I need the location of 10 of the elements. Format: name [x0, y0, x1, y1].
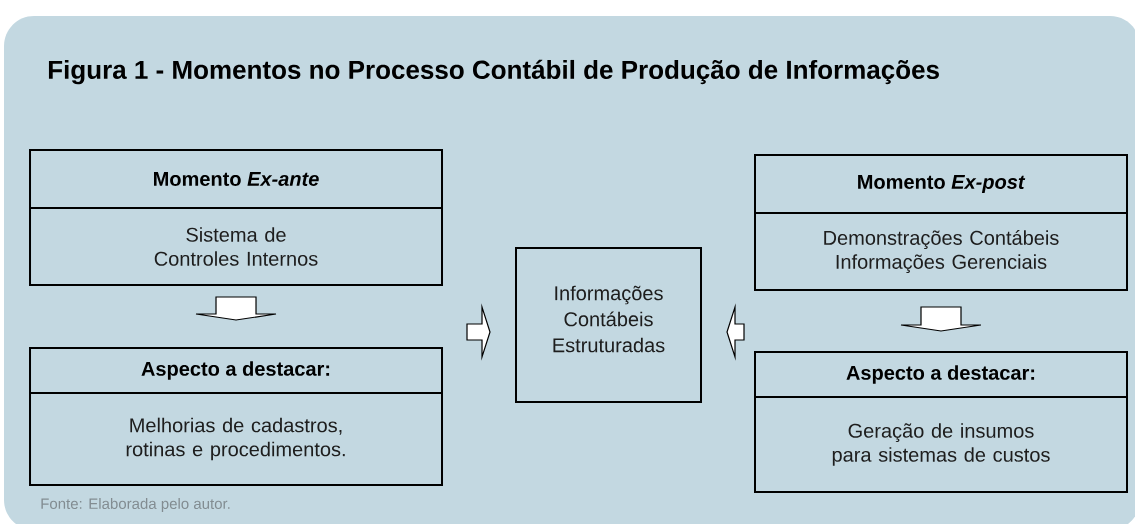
block-arrow	[726, 303, 745, 361]
process-box: Aspecto a destacar: Geração de insumos para sistemas de custos	[754, 351, 1128, 493]
process-box: Aspecto a destacar: Melhorias de cadastros, rotinas e procedimentos.	[29, 347, 443, 486]
block-arrow	[466, 303, 491, 361]
block-arrow	[900, 306, 982, 332]
process-box: Momento Ex-post Demonstrações Contábeis Informações Gerenciais	[754, 154, 1128, 291]
block-arrow	[195, 296, 277, 321]
process-box: Momento Ex-ante Sistema de Controles Internos	[29, 149, 443, 286]
process-box: Informações Contábeis Estruturadas	[515, 247, 702, 403]
title: Figura 1 - Momentos no Processo Contábil de Produção de Informações	[48, 59, 939, 85]
